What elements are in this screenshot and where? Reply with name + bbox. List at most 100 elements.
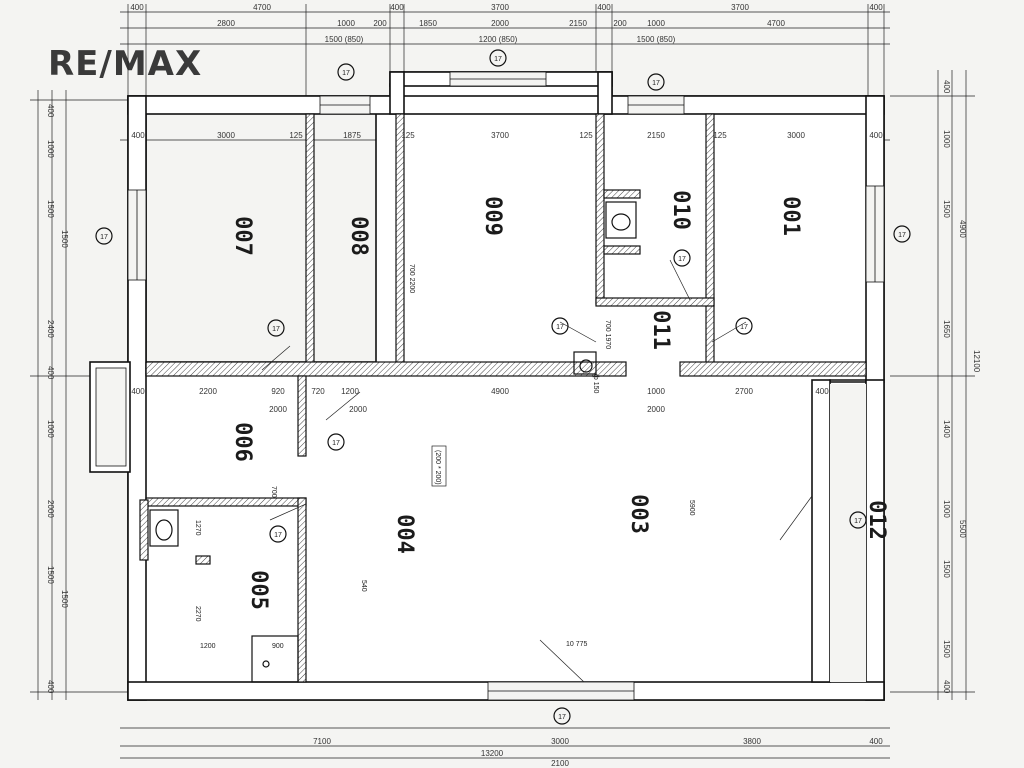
svg-text:17: 17 <box>854 518 862 525</box>
dim-right-7: 1500 <box>942 560 951 578</box>
svg-text:17: 17 <box>556 324 564 331</box>
dim-right-total-3: 5500 <box>958 520 967 538</box>
section-mark-2: 17 <box>489 49 507 67</box>
dim-mid-8: 2700 <box>735 387 753 396</box>
dim-mid-9: 400 <box>815 387 829 396</box>
annotations: 700 2200 700 1970 (200 * 200) 10 775 590… <box>194 264 695 650</box>
section-mark-9: 17 <box>673 249 691 267</box>
dim-1270: 1270 <box>194 520 201 536</box>
fixtures <box>149 201 637 683</box>
dim-top-2-9: 4700 <box>767 19 785 28</box>
dim-bottom2-2: 2100 <box>551 759 569 768</box>
svg-text:17: 17 <box>274 532 282 539</box>
dim-top-1-4: 3700 <box>491 3 509 12</box>
dim-right-total-1: 4900 <box>958 220 967 238</box>
svg-text:17: 17 <box>652 80 660 87</box>
section-mark-7: 17 <box>551 317 569 335</box>
top-dimension-lines <box>120 4 890 759</box>
svg-text:17: 17 <box>898 232 906 239</box>
dim-inner-11: 400 <box>869 131 883 140</box>
door-swings <box>261 259 813 683</box>
dim-top-3-1: 1500 (850) <box>325 35 364 44</box>
inner-top-dimensions: 400 3000 125 1875 125 3700 125 2150 125 … <box>131 131 883 140</box>
left-dimensions: 400 1000 1500 1500 2400 400 1000 2000 15… <box>46 104 69 694</box>
door-note-700-2200: 700 2200 <box>408 264 415 293</box>
dim-right-2: 1000 <box>942 130 951 148</box>
dim-top-1-5: 400 <box>597 3 611 12</box>
dim-inner-7: 125 <box>579 131 593 140</box>
dim-5900: 5900 <box>688 500 695 516</box>
dim-top-2-5: 2000 <box>491 19 509 28</box>
dim-mid-3: 920 <box>271 387 285 396</box>
outer-walls <box>127 71 885 701</box>
height-note: 10 775 <box>566 641 588 648</box>
dim-inner-1: 400 <box>131 131 145 140</box>
interior-walls <box>89 113 867 683</box>
top-dimensions: 400 4700 400 3700 400 3700 400 2800 1000… <box>130 3 883 44</box>
dim-left-5: 2400 <box>46 320 55 338</box>
mid-dimensions: 400 2200 920 720 1200 4900 1000 2700 400… <box>131 387 829 414</box>
dim-mid2-2: 2000 <box>349 405 367 414</box>
section-mark-13: 17 <box>553 707 571 725</box>
dim-top-2-8: 1000 <box>647 19 665 28</box>
dim-inner-2: 3000 <box>217 131 235 140</box>
dim-inner-6: 3700 <box>491 131 509 140</box>
dim-right-1: 400 <box>942 80 951 94</box>
dim-700: 700 <box>270 486 277 498</box>
dim-right-6: 1000 <box>942 500 951 518</box>
dim-left-1: 400 <box>46 104 55 118</box>
door-note-1970: 700 1970 <box>604 320 611 349</box>
dim-right-5: 1400 <box>942 420 951 438</box>
dim-right-9: 400 <box>942 680 951 694</box>
dim-top-2-2: 1000 <box>337 19 355 28</box>
dim-top-2-1: 2800 <box>217 19 235 28</box>
dim-left-2: 1000 <box>46 140 55 158</box>
vent-note: ф 150 <box>592 374 599 393</box>
dim-bottom-1: 7100 <box>313 737 331 746</box>
dim-2270: 2270 <box>194 606 201 622</box>
dim-right-3: 1500 <box>942 200 951 218</box>
section-mark-10: 17 <box>327 433 345 451</box>
dim-bottom2-1: 13200 <box>481 749 504 758</box>
dim-top-2-4: 1850 <box>419 19 437 28</box>
dim-inner-10: 3000 <box>787 131 805 140</box>
dim-mid-6: 4900 <box>491 387 509 396</box>
dim-mid-5: 1200 <box>341 387 359 396</box>
dim-bottom-3: 3800 <box>743 737 761 746</box>
svg-text:17: 17 <box>494 56 502 63</box>
dim-mid2-3: 2000 <box>647 405 665 414</box>
room-labels: 007 008 009 010 001 011 006 004 003 005 … <box>230 190 889 610</box>
dim-right-8: 1500 <box>942 640 951 658</box>
dim-mid-2: 2200 <box>199 387 217 396</box>
svg-text:17: 17 <box>558 714 566 721</box>
svg-text:17: 17 <box>342 70 350 77</box>
room-label-005: 005 <box>246 570 271 610</box>
svg-text:17: 17 <box>740 324 748 331</box>
dim-top-1-2: 4700 <box>253 3 271 12</box>
right-dimensions: 400 1000 1500 1650 1400 1000 1500 1500 4… <box>942 80 981 694</box>
room-label-010: 010 <box>668 190 693 230</box>
dim-top-2-3: 200 <box>373 19 387 28</box>
section-mark-11: 17 <box>269 525 287 543</box>
section-mark-3: 17 <box>647 73 665 91</box>
dim-left-10: 1500 <box>60 590 69 608</box>
dim-left-6: 400 <box>46 366 55 380</box>
dim-left-11: 400 <box>46 680 55 694</box>
dim-top-2-6: 2150 <box>569 19 587 28</box>
room-label-004: 004 <box>392 514 417 554</box>
dim-1200: 1200 <box>200 643 216 650</box>
dim-mid-7: 1000 <box>647 387 665 396</box>
bottom-dimensions: 7100 3000 3800 400 13200 2100 <box>313 737 883 768</box>
room-label-006: 006 <box>230 422 255 462</box>
dim-inner-8: 2150 <box>647 131 665 140</box>
dim-top-1-1: 400 <box>130 3 144 12</box>
dim-mid-1: 400 <box>131 387 145 396</box>
dim-top-2-7: 200 <box>613 19 627 28</box>
dim-top-1-3: 400 <box>390 3 404 12</box>
dim-bottom-4: 400 <box>869 737 883 746</box>
dim-left-9: 1500 <box>46 566 55 584</box>
room-label-009: 009 <box>480 196 505 236</box>
dim-inner-9: 125 <box>713 131 727 140</box>
room-label-011: 011 <box>648 310 673 350</box>
